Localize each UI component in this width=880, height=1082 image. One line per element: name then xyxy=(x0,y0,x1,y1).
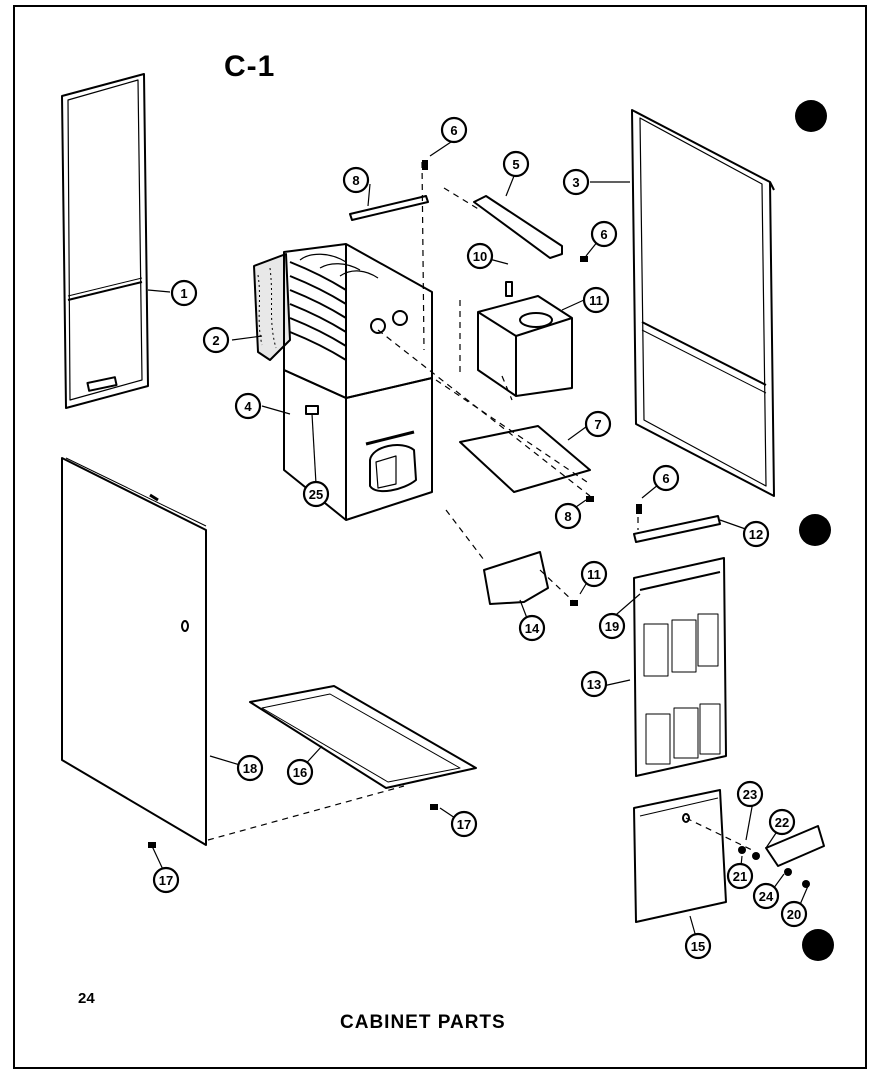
svg-text:5: 5 xyxy=(512,157,519,172)
part-16-base-pan xyxy=(249,685,477,789)
callout-18: 18 xyxy=(236,754,264,782)
svg-text:6: 6 xyxy=(662,471,669,486)
part-7-filter-shelf xyxy=(459,425,591,493)
svg-text:17: 17 xyxy=(159,873,173,888)
diagram-caption: CABINET PARTS xyxy=(340,1012,506,1033)
part-13-grille-panel xyxy=(633,557,727,777)
svg-text:12: 12 xyxy=(749,527,763,542)
svg-text:14: 14 xyxy=(525,621,540,636)
svg-text:2: 2 xyxy=(212,333,219,348)
callout-11-lower: 11 xyxy=(580,560,608,588)
callout-6-lower: 6 xyxy=(652,464,680,492)
part-18-door-panel xyxy=(61,457,207,846)
callouts: 1 2 3 4 5 6 6 6 7 8 8 10 11 11 12 13 14 … xyxy=(152,116,808,960)
svg-text:18: 18 xyxy=(243,761,257,776)
svg-text:1: 1 xyxy=(180,286,187,301)
part-9-rail xyxy=(349,195,429,221)
svg-text:17: 17 xyxy=(457,817,471,832)
callout-25: 25 xyxy=(302,480,330,508)
part-15-lower-door xyxy=(633,789,727,923)
part-1-side-panel xyxy=(61,73,149,409)
callout-6-right: 6 xyxy=(590,220,618,248)
svg-text:21: 21 xyxy=(733,869,747,884)
svg-text:6: 6 xyxy=(450,123,457,138)
svg-text:11: 11 xyxy=(587,567,601,582)
svg-text:10: 10 xyxy=(473,249,487,264)
binder-hole-top xyxy=(795,100,827,132)
callout-2: 2 xyxy=(202,326,230,354)
diagram-title: C-1 xyxy=(224,50,276,83)
callout-14: 14 xyxy=(518,614,546,642)
callout-16: 16 xyxy=(286,758,314,786)
part-2-insulation xyxy=(253,253,291,361)
svg-text:4: 4 xyxy=(244,399,252,414)
svg-text:23: 23 xyxy=(743,787,757,802)
callout-1: 1 xyxy=(170,279,198,307)
callout-24: 24 xyxy=(752,882,780,910)
part-11-blower-housing xyxy=(477,281,573,397)
svg-text:25: 25 xyxy=(309,487,323,502)
binder-hole-bottom xyxy=(802,929,834,961)
callout-13: 13 xyxy=(580,670,608,698)
callout-3: 3 xyxy=(562,168,590,196)
svg-text:20: 20 xyxy=(787,907,801,922)
svg-text:24: 24 xyxy=(759,889,774,904)
svg-text:7: 7 xyxy=(594,417,601,432)
svg-text:8: 8 xyxy=(352,173,359,188)
svg-text:13: 13 xyxy=(587,677,601,692)
callout-23: 23 xyxy=(736,780,764,808)
page-number: 24 xyxy=(78,990,95,1007)
binder-hole-middle xyxy=(799,514,831,546)
callout-5: 5 xyxy=(502,150,530,178)
callout-12: 12 xyxy=(742,520,770,548)
callout-11-top: 11 xyxy=(582,286,610,314)
callout-15: 15 xyxy=(684,932,712,960)
part-5-rail xyxy=(473,195,563,259)
callout-22: 22 xyxy=(768,808,796,836)
svg-text:22: 22 xyxy=(775,815,789,830)
callout-17-left: 17 xyxy=(152,866,180,894)
part-22-latch xyxy=(765,825,825,867)
callout-20: 20 xyxy=(780,900,808,928)
sheet-border xyxy=(13,5,867,1069)
svg-text:11: 11 xyxy=(589,293,603,308)
callout-21: 21 xyxy=(726,862,754,890)
svg-text:19: 19 xyxy=(605,619,619,634)
part-3-side-panel xyxy=(631,109,775,497)
part-4-furnace-body xyxy=(283,243,433,521)
part-12-rail xyxy=(633,515,721,543)
svg-text:8: 8 xyxy=(564,509,571,524)
callout-19: 19 xyxy=(598,612,626,640)
callout-8-lower: 8 xyxy=(554,502,582,530)
svg-text:15: 15 xyxy=(691,939,705,954)
callout-17-right: 17 xyxy=(450,810,478,838)
callout-8-top: 8 xyxy=(342,166,370,194)
callout-4: 4 xyxy=(234,392,262,420)
svg-text:3: 3 xyxy=(572,175,579,190)
callout-7: 7 xyxy=(584,410,612,438)
svg-text:16: 16 xyxy=(293,765,307,780)
callout-10: 10 xyxy=(466,242,494,270)
callout-6-top: 6 xyxy=(440,116,468,144)
part-14-bracket xyxy=(483,551,549,605)
svg-text:6: 6 xyxy=(600,227,607,242)
